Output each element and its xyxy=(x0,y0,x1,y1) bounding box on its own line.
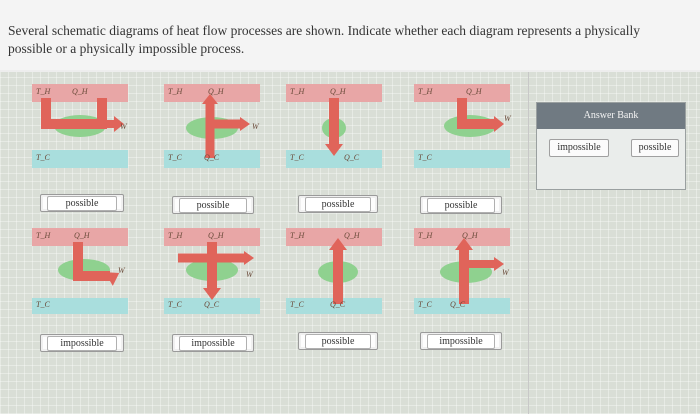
answer-token[interactable]: possible xyxy=(305,334,371,349)
answer-slot-3[interactable]: possible xyxy=(298,195,378,213)
qc-label: Q_C xyxy=(330,300,346,309)
answer-bank-item-possible[interactable]: possible xyxy=(631,139,679,157)
answer-slot-6[interactable]: impossible xyxy=(172,334,254,352)
hot-reservoir-label: T_H xyxy=(168,231,183,240)
answer-token[interactable]: impossible xyxy=(179,336,247,351)
heat-flow-schematic-7 xyxy=(286,228,382,314)
cold-reservoir-label: T_C xyxy=(418,300,432,309)
answer-token[interactable]: possible xyxy=(179,198,247,213)
cold-reservoir-label: T_C xyxy=(36,300,50,309)
heat-flow-schematic-3 xyxy=(286,84,382,168)
cold-reservoir-label: T_C xyxy=(290,153,304,162)
hot-reservoir-label: T_H xyxy=(290,231,305,240)
qh-label: Q_H xyxy=(74,231,90,240)
answer-slot-8[interactable]: impossible xyxy=(420,332,502,350)
diagram-4: T_H Q_H W T_C xyxy=(414,84,511,170)
cold-reservoir-label: T_C xyxy=(36,153,50,162)
answer-bank-item-impossible[interactable]: impossible xyxy=(549,139,609,157)
diagram-2: T_H Q_H W T_C Q_C xyxy=(164,84,260,170)
work-label: W xyxy=(120,122,127,131)
work-label: W xyxy=(246,270,253,279)
qc-label: Q_C xyxy=(204,153,220,162)
diagram-1: T_H Q_H W T_C xyxy=(32,84,128,170)
heat-flow-schematic-4 xyxy=(414,84,510,168)
hot-reservoir-label: T_H xyxy=(36,87,51,96)
answer-slot-2[interactable]: possible xyxy=(172,196,254,214)
answer-bank: Answer Bank impossible possible xyxy=(536,102,686,190)
answer-slot-4[interactable]: possible xyxy=(420,196,502,214)
answer-bank-title: Answer Bank xyxy=(537,103,685,129)
qh-label: Q_H xyxy=(344,231,360,240)
diagram-7: T_H Q_H T_C Q_C xyxy=(286,228,382,314)
qh-label: Q_H xyxy=(208,231,224,240)
diagram-6: T_H Q_H W T_C Q_C xyxy=(164,228,260,314)
hot-reservoir-label: T_H xyxy=(418,87,433,96)
answer-slot-1[interactable]: possible xyxy=(40,194,124,212)
answer-token[interactable]: impossible xyxy=(427,334,495,349)
heat-flow-schematic-1 xyxy=(32,84,128,168)
hot-reservoir-label: T_H xyxy=(36,231,51,240)
cold-reservoir-label: T_C xyxy=(168,153,182,162)
heat-flow-schematic-8 xyxy=(414,228,510,314)
qh-label: Q_H xyxy=(330,87,346,96)
work-label: W xyxy=(504,114,511,123)
hot-reservoir-label: T_H xyxy=(418,231,433,240)
answer-token[interactable]: possible xyxy=(47,196,117,211)
work-label: W xyxy=(502,268,509,277)
answer-token[interactable]: possible xyxy=(427,198,495,213)
work-label: W xyxy=(252,122,259,131)
diagram-8: T_H Q_H W T_C Q_C xyxy=(414,228,510,314)
work-label: W xyxy=(118,266,125,275)
answer-slot-7[interactable]: possible xyxy=(298,332,378,350)
qh-label: Q_H xyxy=(466,87,482,96)
hot-reservoir-label: T_H xyxy=(168,87,183,96)
heat-flow-schematic-6 xyxy=(164,228,260,314)
answer-token[interactable]: possible xyxy=(305,197,371,212)
qh-label: Q_H xyxy=(72,87,88,96)
diagram-5: T_H Q_H W T_C xyxy=(32,228,128,314)
cold-reservoir-label: T_C xyxy=(168,300,182,309)
qc-label: Q_C xyxy=(344,153,360,162)
answer-token[interactable]: impossible xyxy=(47,336,117,351)
heat-flow-schematic-5 xyxy=(32,228,128,314)
qc-label: Q_C xyxy=(204,300,220,309)
qh-label: Q_H xyxy=(462,231,478,240)
answer-slot-5[interactable]: impossible xyxy=(40,334,124,352)
diagram-3: T_H Q_H T_C Q_C xyxy=(286,84,382,170)
qc-label: Q_C xyxy=(450,300,466,309)
panel-divider xyxy=(528,72,529,414)
question-text: Several schematic diagrams of heat flow … xyxy=(8,23,640,56)
cold-reservoir-label: T_C xyxy=(418,153,432,162)
qh-label: Q_H xyxy=(208,87,224,96)
heat-flow-schematic-2 xyxy=(164,84,260,168)
hot-reservoir-label: T_H xyxy=(290,87,305,96)
cold-reservoir-label: T_C xyxy=(290,300,304,309)
question-header: Several schematic diagrams of heat flow … xyxy=(0,0,700,70)
